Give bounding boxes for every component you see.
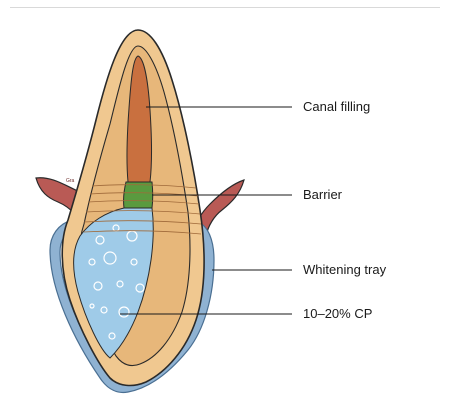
label-barrier: Barrier — [303, 187, 342, 203]
barrier — [124, 182, 153, 208]
label-whitening-tray: Whitening tray — [303, 262, 386, 278]
gingiva-left-mark: Gra — [66, 178, 75, 184]
label-carbamide-peroxide: 10–20% CP — [303, 306, 372, 322]
label-canal-filling: Canal filling — [303, 99, 370, 115]
